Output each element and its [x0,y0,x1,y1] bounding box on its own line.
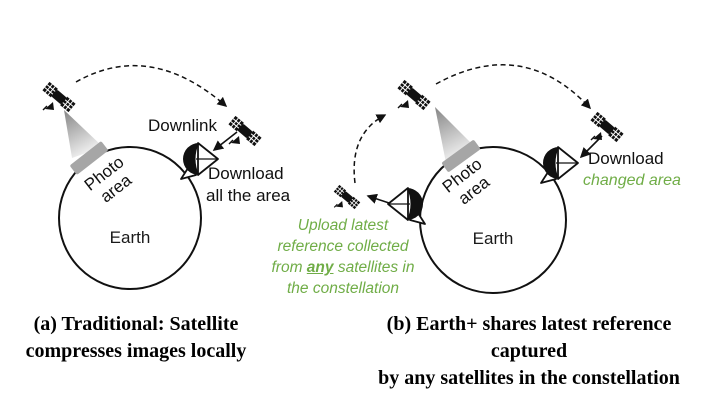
download-label-a-line1: Download [208,164,284,183]
downlink-arrow-a [212,131,238,151]
download-label-b-line1: Download [588,149,664,168]
download-label-a-line2: all the area [206,186,291,205]
earth-circle-a [58,146,202,290]
satellite-icon-small [333,184,361,210]
downlink-label-a: Downlink [148,116,217,135]
caption-a: (a) Traditional: Satellite compresses im… [25,313,247,362]
orbit-dashed-arc-b [435,64,591,110]
upload-annotation-b: Upload latest reference collected from a… [271,217,415,297]
satellite-icon [589,111,625,143]
caption-b: (b) Earth+ shares latest reference captu… [378,313,680,389]
satellite-icon [41,81,77,113]
any-emphasis: any [306,259,334,276]
panel-a-graphics [41,65,263,290]
upload-dashed-arc-b [353,114,387,184]
earth-label-a: Earth [109,228,151,247]
photo-area-patch-a [70,141,108,175]
ground-station-dish-icon [540,146,579,184]
imaging-cone-a [64,110,103,158]
earth-label-b: Earth [472,229,514,248]
satellite-icon [227,115,263,147]
orbit-dashed-arc-a [75,65,228,107]
changed-area-label-b: changed area [583,172,681,189]
satellite-icon [396,79,432,111]
photo-area-patch-b [442,140,480,172]
panel-b-graphics [333,64,625,294]
